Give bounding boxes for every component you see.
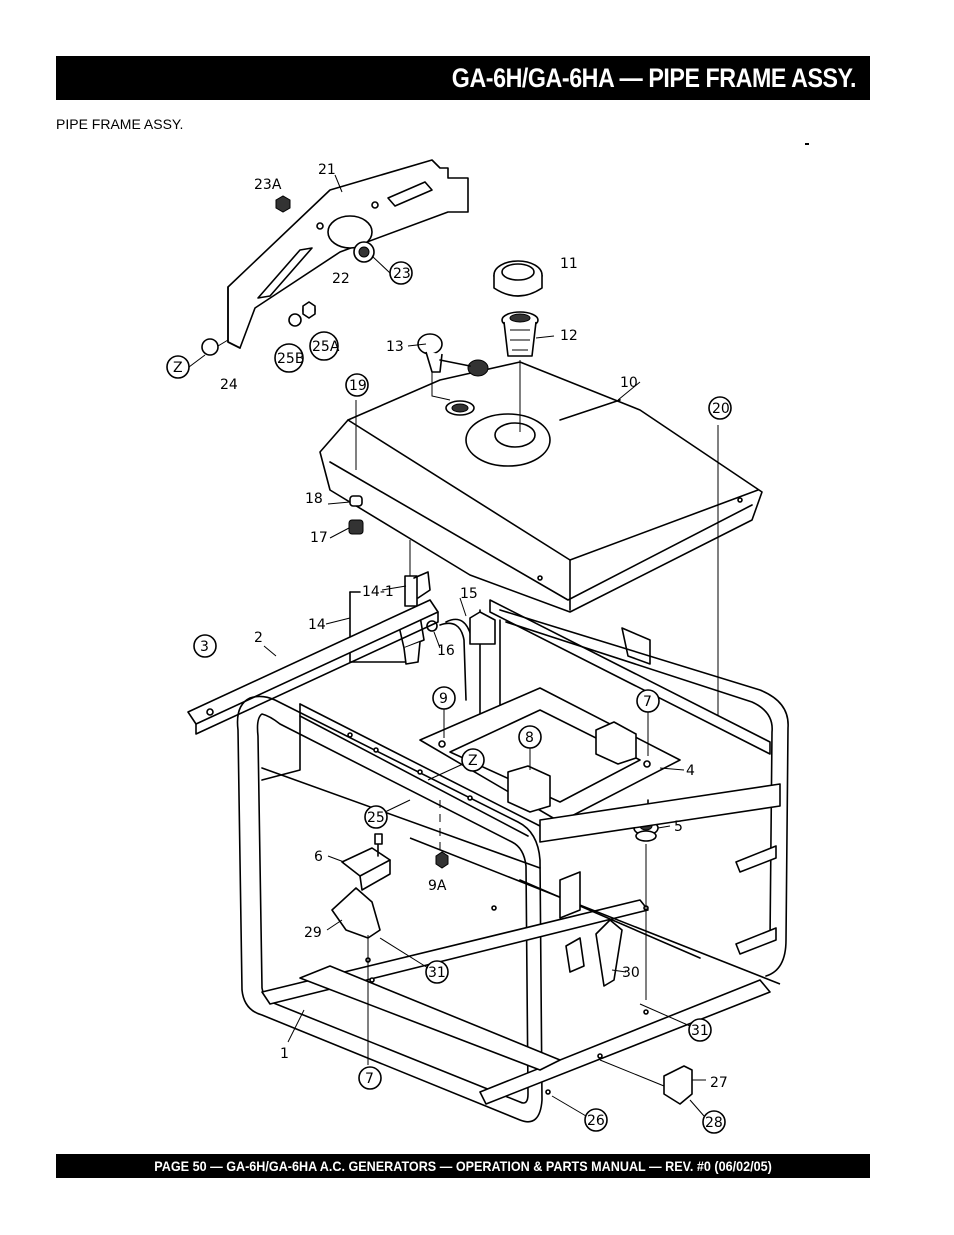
tank-rail-right — [469, 599, 771, 755]
callout-20: 20 — [712, 401, 730, 417]
pipe-frame-1 — [236, 609, 789, 1123]
callout-31-left: 31 — [428, 965, 446, 981]
callout-3: 3 — [200, 639, 209, 655]
bracket-30 — [565, 919, 623, 987]
page-title: GA-6H/GA-6HA — PIPE FRAME ASSY. — [451, 62, 857, 93]
callout-13: 13 — [386, 339, 404, 355]
callout-6: 6 — [314, 849, 323, 865]
callout-23a: 23A — [254, 177, 282, 193]
bracket-hardware — [201, 195, 375, 356]
callout-7-bottom: 7 — [365, 1071, 374, 1087]
callout-10: 10 — [620, 375, 638, 391]
callout-23: 23 — [393, 266, 411, 282]
tank-bushings — [348, 400, 719, 720]
callout-2: 2 — [254, 630, 263, 646]
callout-25: 25 — [367, 810, 385, 826]
callout-28: 28 — [705, 1115, 723, 1131]
bracket-27 — [663, 1065, 693, 1105]
fuel-gauge-13 — [417, 333, 489, 401]
bracket-6 — [341, 833, 391, 891]
fuel-tank-10 — [319, 361, 763, 613]
leader-lines — [367, 800, 665, 1087]
callout-21: 21 — [318, 162, 336, 178]
callout-17: 17 — [310, 530, 328, 546]
pipe-frame-exploded-diagram: 1 2 3 4 5 6 7 7 8 9 9A 10 11 12 13 14 14… — [166, 159, 789, 1134]
fuel-strainer-12 — [501, 311, 539, 357]
callout-1: 1 — [280, 1046, 289, 1062]
callout-19: 19 — [349, 378, 367, 394]
callout-7-top: 7 — [643, 694, 652, 710]
callout-5: 5 — [674, 819, 683, 835]
callout-25a: 25A — [312, 339, 340, 355]
callout-8: 8 — [525, 730, 534, 746]
callout-30: 30 — [622, 965, 640, 981]
footer-text: PAGE 50 — GA-6H/GA-6HA A.C. GENERATORS —… — [154, 1158, 772, 1174]
callout-24: 24 — [220, 377, 238, 393]
page-title-bar: GA-6H/GA-6HA — PIPE FRAME ASSY. — [56, 56, 870, 100]
footer-bar: PAGE 50 — GA-6H/GA-6HA A.C. GENERATORS —… — [56, 1154, 870, 1178]
callout-leaders — [188, 174, 706, 1117]
bracket-29 — [331, 887, 381, 939]
tank-rail-2 — [187, 599, 439, 735]
section-subtitle: PIPE FRAME ASSY. — [56, 116, 184, 132]
callout-16: 16 — [437, 643, 455, 659]
callout-14: 14 — [308, 617, 326, 633]
callout-31-right: 31 — [691, 1023, 709, 1039]
stray-mark — [805, 143, 809, 145]
callout-15: 15 — [460, 586, 478, 602]
fuel-cap-11 — [493, 260, 543, 297]
callout-18: 18 — [305, 491, 323, 507]
callout-9a: 9A — [428, 878, 447, 894]
engine-bracket-21 — [227, 159, 469, 349]
callout-9: 9 — [439, 691, 448, 707]
callout-z-center: Z — [468, 753, 478, 769]
callout-z-left: Z — [173, 360, 183, 376]
callout-25b: 25B — [277, 351, 304, 367]
callout-11: 11 — [560, 256, 578, 272]
callout-29: 29 — [304, 925, 322, 941]
callout-12: 12 — [560, 328, 578, 344]
engine-base-plate-4 — [419, 687, 681, 823]
callout-22: 22 — [332, 271, 350, 287]
callout-4: 4 — [686, 763, 695, 779]
callout-14-1: 14-1 — [362, 584, 394, 600]
callout-27: 27 — [710, 1075, 728, 1091]
callout-26: 26 — [587, 1113, 605, 1129]
